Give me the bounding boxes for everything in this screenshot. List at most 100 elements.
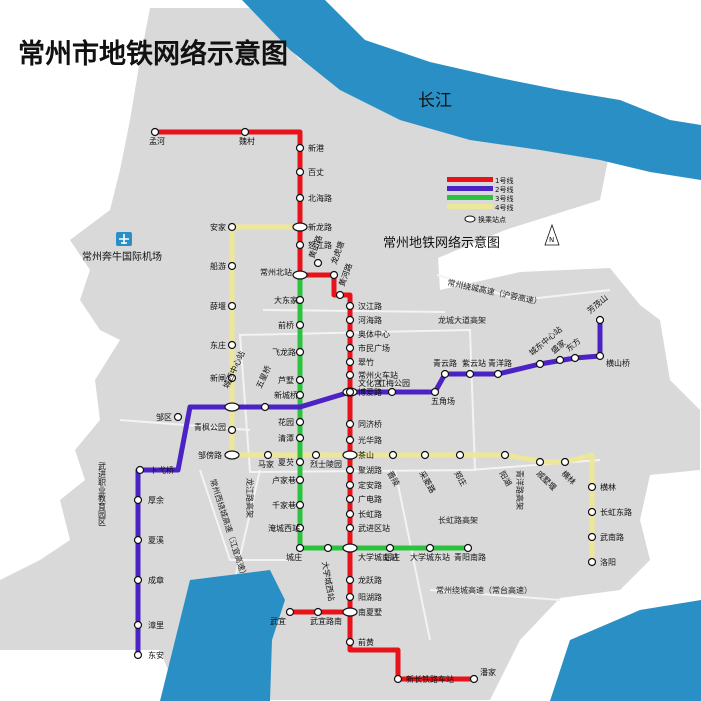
station-marker	[345, 575, 355, 585]
station-marker	[430, 387, 440, 397]
station-label: 成章	[148, 575, 164, 585]
station-shimin: 市民广场	[345, 343, 390, 353]
legend-line1: 1号线	[495, 176, 513, 185]
station-marker	[345, 637, 355, 647]
station-marker	[500, 450, 510, 460]
station-xingang: 新港	[295, 143, 324, 153]
station-hongmei: 红梅公园	[378, 378, 410, 397]
station-label: 夏芡	[278, 457, 294, 467]
station-label: 常州火车站	[358, 370, 398, 380]
station-changhongdong: 长虹东路	[587, 507, 632, 517]
line3-path	[297, 227, 468, 551]
station-anjia: 安家	[210, 222, 237, 232]
station-label: 淹城西站	[268, 523, 300, 533]
station-label: 阳湖路	[358, 592, 382, 602]
interchange-marker	[224, 402, 240, 412]
station-nanxiashu: 南夏墅	[342, 607, 382, 617]
legend-line3: 3号线	[495, 194, 513, 203]
station-label: 青阳南路	[454, 552, 486, 562]
north-arrow-icon: N	[544, 223, 560, 246]
station-houzhuang: 后庄	[384, 543, 400, 562]
station-dongan: 东安	[133, 650, 164, 660]
station-marker	[173, 412, 183, 422]
station-hengshanqiao: 横山桥	[595, 351, 630, 368]
station-label: 常州北站	[260, 267, 292, 277]
station-label: 东庄	[210, 340, 226, 350]
road-long-cheng: 龙城大道高架	[438, 315, 486, 325]
station-label: 广电路	[358, 494, 382, 504]
station-marker	[150, 127, 160, 137]
station-chuanyou: 船游	[210, 261, 237, 271]
station-label: 后庄	[384, 552, 400, 562]
station-label: 安家	[210, 222, 226, 232]
station-zoubang: 邹傍路	[198, 450, 240, 460]
station-wuxiaodao: 武宜	[270, 607, 295, 626]
station-label: 潘家	[480, 667, 496, 677]
station-label: 夏溪	[148, 535, 164, 545]
station-cuizhu: 翠竹	[345, 357, 374, 367]
station-marker	[345, 465, 355, 475]
station-label: 芦墅	[278, 375, 294, 385]
station-marker	[469, 674, 479, 684]
station-chashan: 茶山	[342, 450, 374, 460]
station-marker	[595, 351, 605, 361]
station-yanghu: 阳湖路	[345, 592, 382, 602]
station-marker	[345, 357, 355, 367]
station-wenhuagong: 文化宫	[345, 378, 382, 397]
station-label: 翠竹	[358, 357, 374, 367]
station-dadongjia: 大东家	[274, 295, 305, 305]
station-marker	[227, 340, 237, 350]
station-label: 横林	[600, 482, 616, 492]
interchange-marker	[342, 607, 358, 617]
station-marker	[345, 509, 355, 519]
station-marker	[345, 387, 355, 397]
station-marker	[345, 523, 355, 533]
station-marker	[555, 355, 565, 365]
station-lieshi: 烈士陵园	[310, 450, 342, 469]
station-marker	[227, 373, 237, 383]
station-marker	[345, 329, 355, 339]
station-xinlong: 新龙路	[292, 222, 332, 232]
station-daxuechengdong: 大学城东站	[410, 543, 450, 562]
station-marker	[135, 465, 145, 475]
station-marker	[385, 543, 395, 553]
station-label: 紫云站	[462, 358, 486, 368]
station-marker	[133, 495, 143, 505]
station-dingan: 定安路	[345, 480, 382, 490]
station-tongji: 同济桥	[345, 419, 382, 429]
station-marker	[587, 557, 597, 567]
station-marker	[227, 425, 237, 435]
station-wuyi_nan: 武宜路南	[310, 607, 342, 626]
station-huayuan: 花园	[278, 417, 305, 427]
station-label: 卜弋桥	[150, 465, 174, 475]
station-marker	[465, 369, 475, 379]
station-label: 马家	[258, 459, 274, 469]
station-marker	[227, 301, 237, 311]
station-label: 茶山	[358, 450, 374, 460]
station-label: 烈士陵园	[310, 459, 342, 469]
interchange-marker	[292, 270, 308, 280]
station-marker	[345, 480, 355, 490]
station-marker	[345, 494, 355, 504]
station-majia: 马家	[258, 450, 274, 469]
station-marker	[295, 320, 305, 330]
station-marker	[345, 301, 355, 311]
station-marker	[295, 375, 305, 385]
river-label: 长江	[418, 91, 452, 111]
station-xinzha: 新闸	[210, 373, 237, 383]
road-changhong: 长虹路高架	[438, 515, 478, 525]
station-marker	[295, 433, 305, 443]
station-yujiang: 怒江路	[295, 240, 332, 250]
station-marker	[587, 507, 597, 517]
station-qianhuang: 前黄	[345, 637, 374, 647]
station-label: 新龙路	[308, 222, 332, 232]
station-marker	[345, 315, 355, 325]
station-label: 东安	[148, 650, 164, 660]
station-changhongroad: 长虹路	[345, 509, 382, 519]
station-xinchengbei: 新城桥	[274, 390, 305, 400]
station-xiafei: 卜弋桥	[135, 465, 174, 475]
station-label: 薛堰	[210, 301, 226, 311]
station-label: 漳里	[148, 620, 164, 630]
station-label: 河海路	[358, 315, 382, 325]
station-marker	[295, 543, 305, 553]
